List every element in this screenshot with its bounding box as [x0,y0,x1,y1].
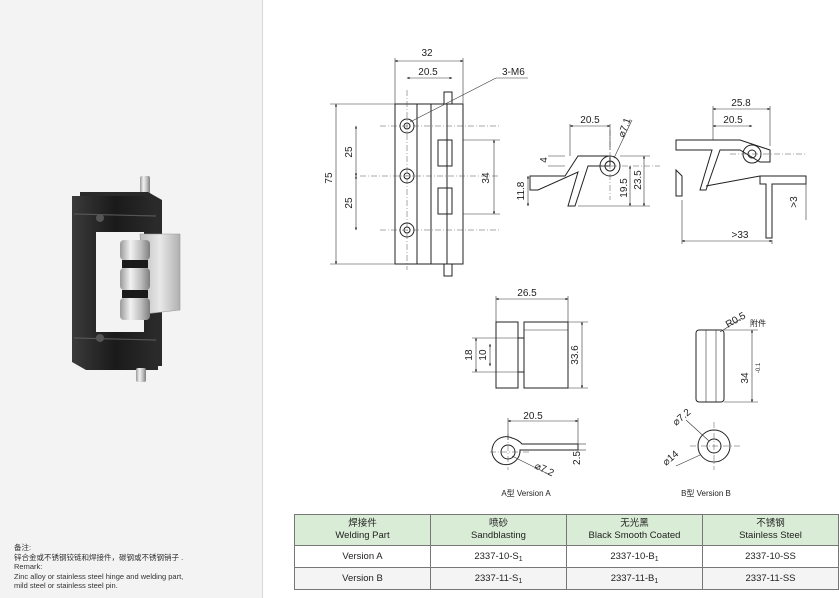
remark-cn-text: 锌合金或不锈钢铰链和焊接件，碳钢或不锈钢销子 . [14,552,184,562]
dim-side1-height-a: 19.5 [619,178,630,198]
dim-verB-outer-diameter: ⌀14 [661,449,682,469]
table-header-row: 焊接件 Welding Part 喷砂 Sandblasting 无光黑 Bla… [294,514,839,546]
dim-side2-min-gap: >3 [789,196,800,208]
welding-part-view: 26.5 18 10 33.6 [464,288,588,389]
remark-en-label: Remark: [14,562,43,571]
dim-verA-width: 20.5 [523,411,543,422]
dim-pin-tolerance: -0.1 [756,362,762,373]
dim-weld-height-outer: 18 [464,349,475,361]
remark-cn-label: 备注: [14,543,32,552]
cell-black-coated: 2337-11-B1 [566,567,703,590]
table-row: Version B 2337-11-S1 2337-11-B1 2337-11-… [294,567,839,590]
header-sandblasting: 喷砂 Sandblasting [430,514,567,546]
row-label: Version B [294,567,431,590]
dim-side2-min-length: >33 [732,230,749,241]
dim-side1-width: 20.5 [580,115,600,126]
dim-side2-width-total: 25.8 [731,98,751,109]
dim-weld-height-total: 33.6 [570,345,581,365]
version-b-section: ⌀7.2 ⌀14 B型 Version B [661,407,740,498]
technical-drawing: 32 20.5 3-M6 75 25 25 34 20.5 [324,48,807,498]
remark-en-line2: mild steel or stainless steel pin. [14,581,118,590]
side-view-1: 20.5 ⌀7.1 4 11.8 19.5 23.5 [516,115,660,207]
pin-attachment-label: 附件 [750,318,766,328]
dim-side1-step: 4 [539,157,550,163]
header-welding-part: 焊接件 Welding Part [294,514,431,546]
version-b-pin-view: R0.5 附件 34 -0.1 [695,310,766,403]
dim-verA-diameter: ⌀7.2 [533,461,556,480]
dim-leaf-height: 34 [481,172,492,184]
caption-version-a: A型 Version A [501,489,551,498]
front-view: 32 20.5 3-M6 75 25 25 34 [324,48,528,277]
caption-version-b: B型 Version B [681,489,731,498]
dim-side1-height-b: 23.5 [633,170,644,190]
cell-stainless: 2337-10-SS [702,545,839,568]
product-panel: 备注: 锌合金或不锈钢铰链和焊接件，碳钢或不锈钢销子 . Remark: Zin… [0,0,263,598]
hinge-product-photo [72,176,181,382]
cell-sandblasting: 2337-10-S1 [430,545,567,568]
dim-verB-inner-diameter: ⌀7.2 [671,407,694,429]
version-a-section: 20.5 ⌀7.2 2.5 A型 Version A [490,411,586,498]
dim-side1-diameter: ⌀7.1 [616,116,633,139]
dim-pitch-upper: 25 [344,146,355,158]
remark-note: 备注: 锌合金或不锈钢铰链和焊接件，碳钢或不锈钢销子 . Remark: Zin… [14,543,254,591]
cell-black-coated: 2337-10-B1 [566,545,703,568]
dim-weld-width: 26.5 [517,288,537,299]
cell-stainless: 2337-11-SS [702,567,839,590]
dim-verA-thickness: 2.5 [572,451,583,465]
dim-weld-height-inner: 10 [478,349,489,361]
part-number-table: 焊接件 Welding Part 喷砂 Sandblasting 无光黑 Bla… [294,514,839,590]
dim-front-height-total: 75 [324,172,335,184]
dim-pin-length: 34 [740,372,751,384]
dim-pitch-lower: 25 [344,197,355,209]
dim-pin-radius: R0.5 [724,310,748,330]
table-row: Version A 2337-10-S1 2337-10-B1 2337-10-… [294,545,839,568]
row-label: Version A [294,545,431,568]
header-stainless-steel: 不锈钢 Stainless Steel [702,514,839,546]
dim-front-width-total: 32 [421,48,433,59]
dim-side2-width-inner: 20.5 [723,115,743,126]
dim-hole-callout: 3-M6 [502,67,525,78]
header-black-coated: 无光黑 Black Smooth Coated [566,514,703,546]
dim-front-width-half: 20.5 [418,67,438,78]
remark-en-line1: Zinc alloy or stainless steel hinge and … [14,571,184,581]
dim-side1-height-left: 11.8 [516,181,527,200]
cell-sandblasting: 2337-11-S1 [430,567,567,590]
side-view-2: 25.8 20.5 >33 >3 [675,98,807,244]
